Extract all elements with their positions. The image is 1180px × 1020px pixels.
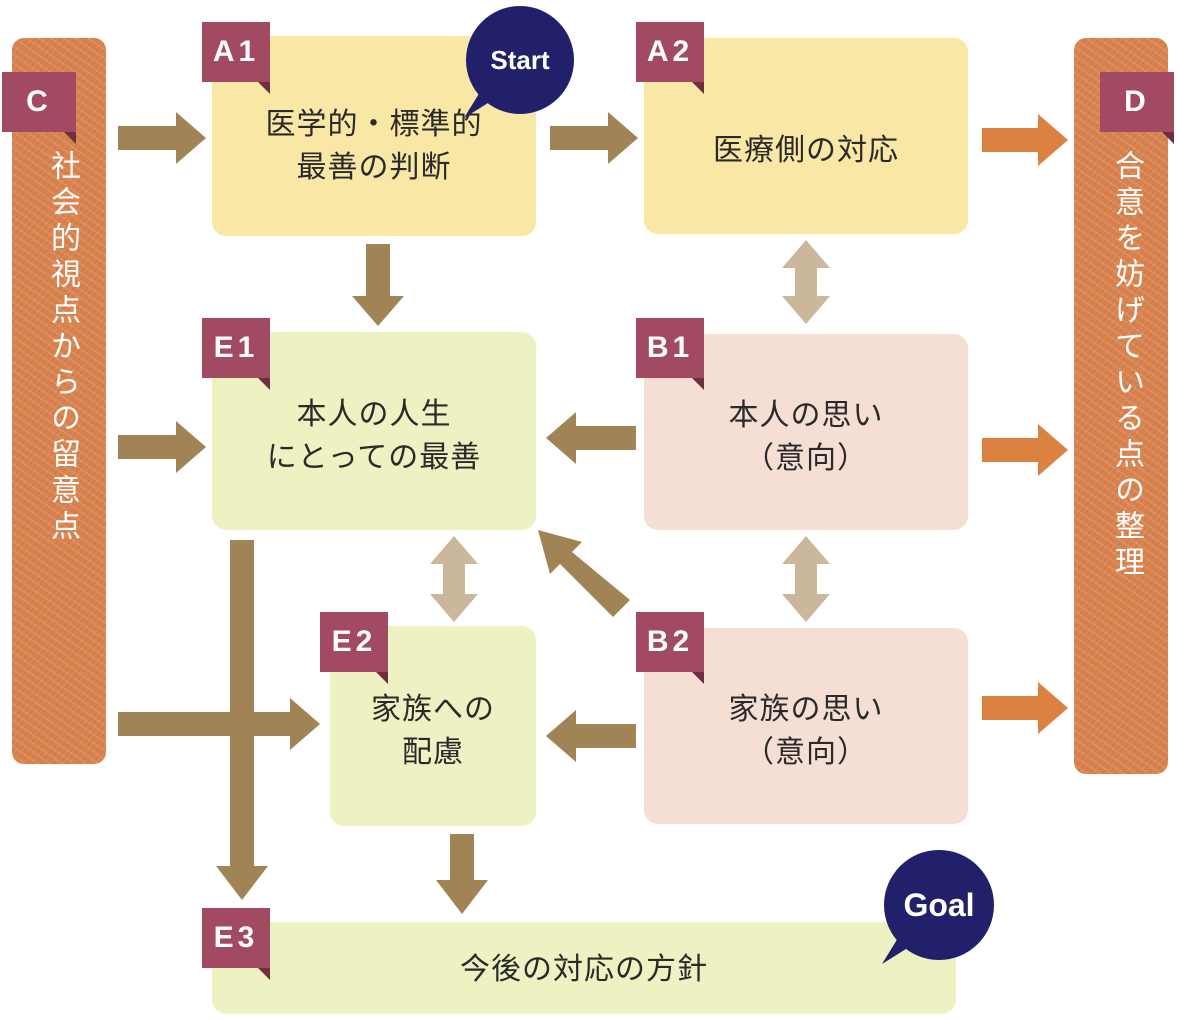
arrow-c-to-e2 <box>118 698 320 750</box>
tag-d: D <box>1100 72 1174 144</box>
tag-e1: E1 <box>202 318 270 390</box>
box-e1-text: 本人の人生 にとっての最善 <box>266 396 482 476</box>
tag-b2: B2 <box>636 612 704 684</box>
tag-e3: E3 <box>202 908 270 980</box>
arrow-a1-to-a2 <box>550 112 638 164</box>
tag-e2: E2 <box>320 612 388 684</box>
arrow-b2-to-e2 <box>546 710 636 762</box>
box-e2-text: 家族への 配慮 <box>371 691 495 771</box>
arrow-e2-to-e3 <box>436 834 488 914</box>
arrow-a2-b1-bidirectional <box>782 240 830 324</box>
arrow-b1-to-e1 <box>546 412 636 464</box>
start-badge-label: Start <box>490 44 550 75</box>
tag-c: C <box>2 72 76 144</box>
arrow-c-to-e1 <box>118 421 206 473</box>
goal-badge-label: Goal <box>903 886 975 923</box>
side-c-text: 社会的視点からの留意点 <box>45 150 80 546</box>
box-b2-text: 家族の思い （意向） <box>728 691 884 771</box>
box-b1-text: 本人の思い （意向） <box>728 397 884 477</box>
side-bar-d <box>1074 38 1168 774</box>
box-e3: 今後の対応の方針 <box>212 922 956 1014</box>
side-d-text: 合意を妨げている点の整理 <box>1109 150 1144 582</box>
tag-a2: A2 <box>636 22 704 94</box>
box-a2-text: 医療側の対応 <box>713 133 899 169</box>
tag-b1: B1 <box>636 318 704 390</box>
main-arrows <box>118 112 638 914</box>
box-b2: 家族の思い （意向） <box>644 628 968 824</box>
bidirectional-arrows <box>430 240 830 622</box>
box-e3-text: 今後の対応の方針 <box>460 952 708 988</box>
start-badge-tail <box>464 92 496 118</box>
box-a1-text: 医学的・標準的 最善の判断 <box>265 106 483 186</box>
arrow-b2-to-d <box>982 682 1068 734</box>
arrow-b1-to-d <box>982 424 1068 476</box>
arrow-a1-to-e1 <box>352 244 404 326</box>
side-bar-c <box>12 38 106 764</box>
goal-badge-tail <box>882 938 914 964</box>
orange-arrows <box>982 114 1068 734</box>
arrow-c-to-a1 <box>118 112 206 164</box>
arrow-a2-to-d <box>982 114 1068 166</box>
arrow-b2-to-e1-diagonal <box>538 530 630 617</box>
arrow-e1-e2-bidirectional <box>430 536 478 622</box>
arrow-b1-b2-bidirectional <box>782 536 830 622</box>
tag-a1: A1 <box>202 22 270 94</box>
